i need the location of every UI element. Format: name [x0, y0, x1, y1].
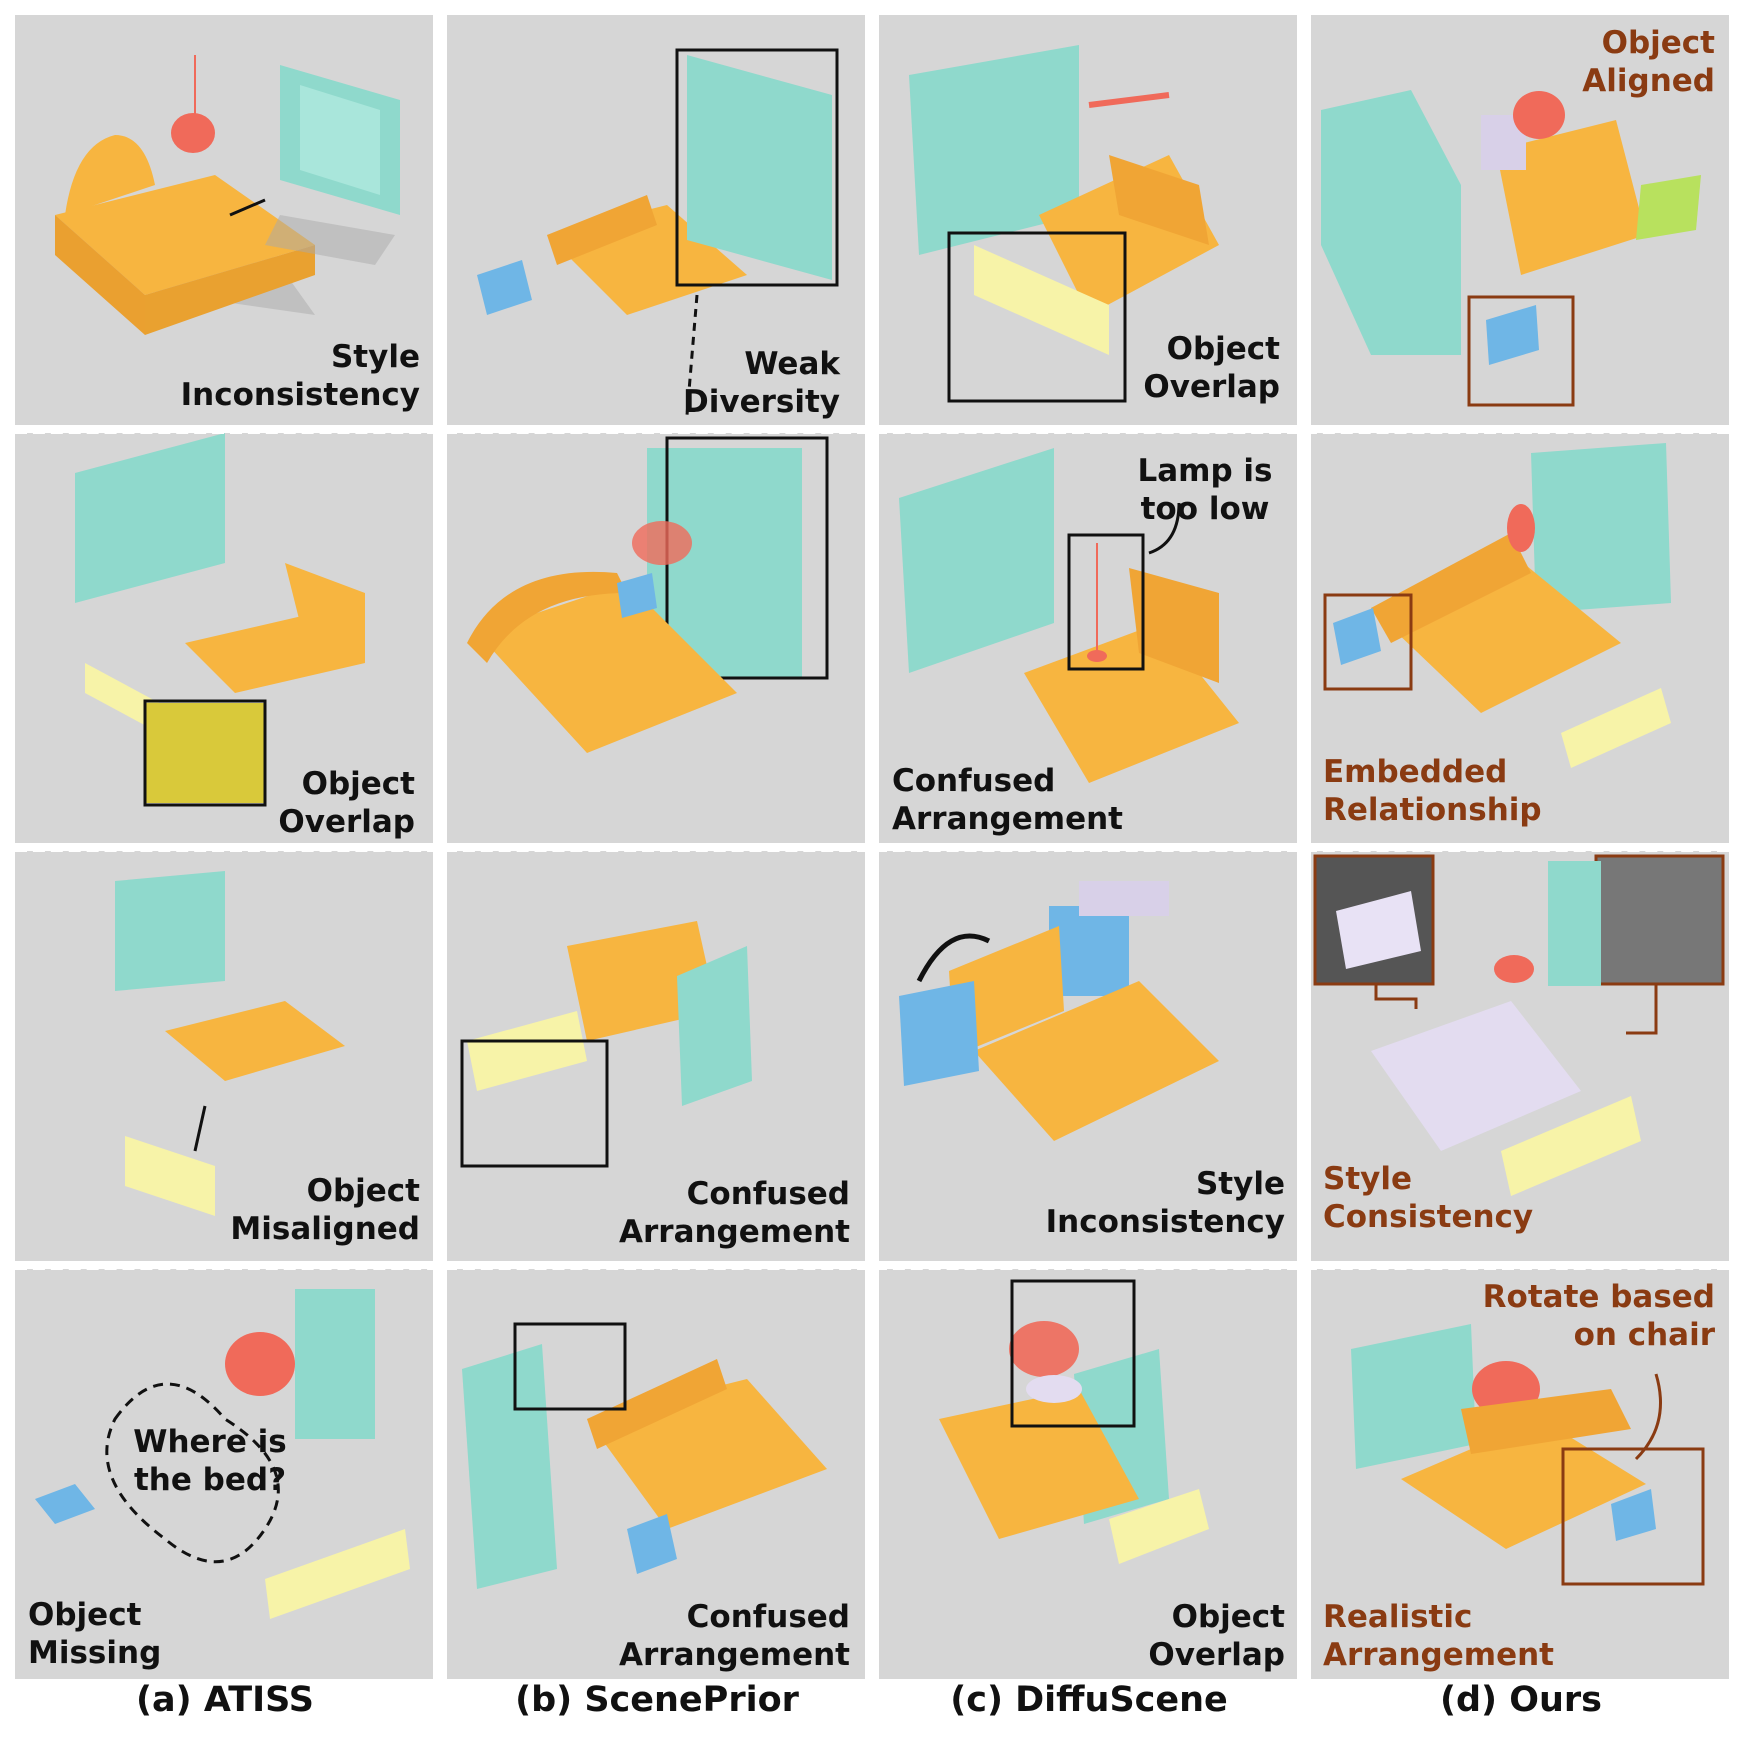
panel-b4 [447, 1269, 865, 1679]
caption-ours: (d) Ours [1440, 1680, 1602, 1720]
scene-d1 [1321, 90, 1701, 407]
scene-a2 [75, 433, 365, 807]
panel-a1 [15, 15, 433, 425]
panel-c1 [879, 15, 1297, 425]
caption-atiss: (a) ATISS [136, 1680, 314, 1720]
scene-c3 [899, 881, 1219, 1141]
panel-d1 [1311, 15, 1729, 425]
scene-b2 [467, 436, 829, 753]
scene-d4 [1351, 1324, 1705, 1586]
panel-c3 [879, 851, 1297, 1261]
scene-a3 [115, 871, 345, 1216]
panel-a2 [15, 433, 433, 843]
panel-b1 [447, 15, 865, 425]
row-divider-2 [15, 846, 1729, 852]
panel-d2 [1311, 433, 1729, 843]
scene-c4 [939, 1279, 1209, 1564]
panel-a3 [15, 851, 433, 1261]
scene-d3 [1313, 854, 1725, 1196]
scene-c2 [899, 448, 1239, 783]
panel-c2 [879, 433, 1297, 843]
scene-d2 [1323, 443, 1671, 768]
scene-b4 [462, 1322, 827, 1589]
scene-c1 [909, 45, 1219, 403]
scene-b1 [477, 48, 839, 416]
scene-a4 [35, 1289, 410, 1619]
row-divider-3 [15, 1264, 1729, 1270]
panel-b2 [447, 433, 865, 843]
caption-diffuscene: (c) DiffuScene [950, 1680, 1228, 1720]
scene-a1 [55, 55, 400, 335]
panel-d3 [1311, 851, 1729, 1261]
panel-b3 [447, 851, 865, 1261]
panel-a4 [15, 1269, 433, 1679]
panel-d4 [1311, 1269, 1729, 1679]
caption-sceneprior: (b) ScenePrior [515, 1680, 799, 1720]
panel-c4 [879, 1269, 1297, 1679]
row-divider-1 [15, 428, 1729, 434]
scene-b3 [460, 921, 752, 1168]
